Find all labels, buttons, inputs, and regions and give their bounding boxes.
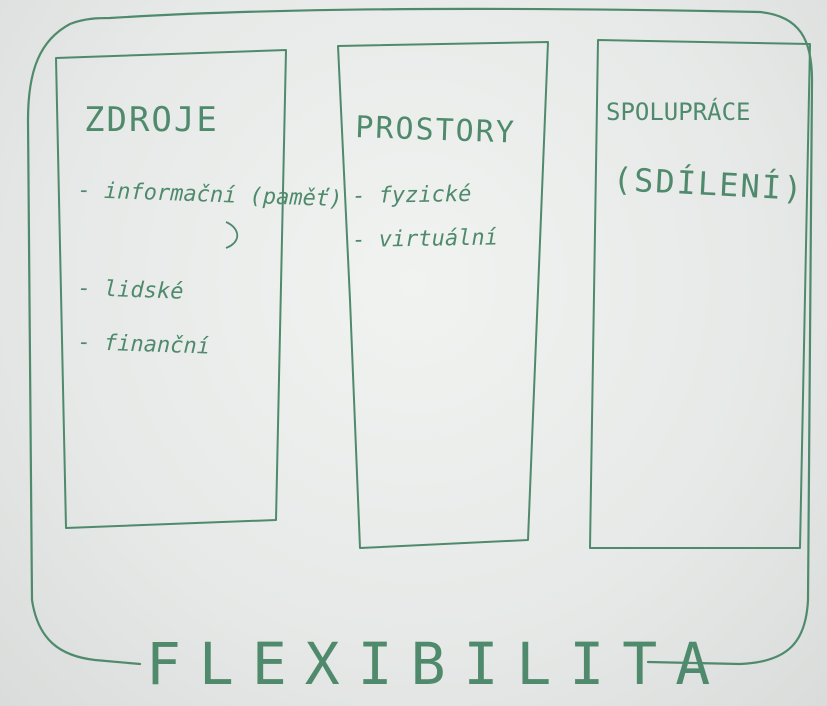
column-box-spoluprace [589, 39, 811, 549]
list-item-lidske: - lidské [77, 276, 184, 305]
column-box-zdroje [55, 49, 287, 529]
column-title-prostory: PROSTORY [354, 110, 517, 151]
column-box-prostory [337, 41, 549, 549]
memory-bracket [225, 221, 239, 249]
list-item-financni: - finanční [77, 330, 211, 360]
list-item-virtualni: - virtuální [352, 225, 499, 253]
column-title-spoluprace: SPOLUPRÁCE [606, 98, 751, 126]
footer-label-flexibilita: FLEXIBILITA [146, 630, 729, 698]
list-item-fyzicke: - fyzické [352, 181, 472, 209]
column-title-zdroje: ZDROJE [84, 100, 219, 140]
outer-frame [26, 7, 814, 666]
